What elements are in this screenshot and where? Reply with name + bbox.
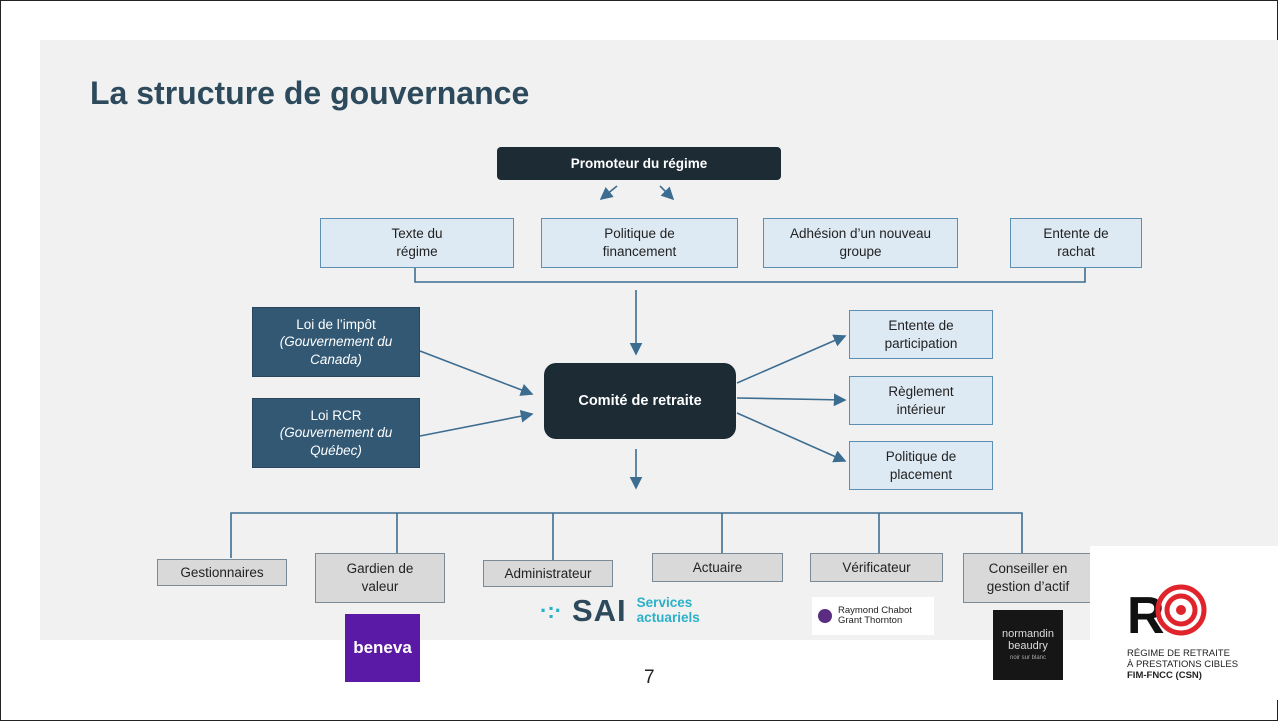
output-box-reglement: Règlement intérieur	[849, 376, 993, 425]
connector-to-reglement	[736, 393, 847, 407]
slide-title: La structure de gouvernance	[90, 75, 530, 111]
provider-label-line2: gestion d’actif	[986, 579, 1070, 594]
rcgt-logo: Raymond Chabot Grant Thornton	[812, 597, 934, 635]
slide-background	[40, 40, 1278, 640]
output-line1: Règlement	[888, 383, 954, 399]
rcgt-mark-icon	[818, 609, 832, 623]
provider-label-line2: valeur	[361, 579, 399, 594]
document-line2: rachat	[1057, 244, 1095, 259]
document-box-adhesion: Adhésion d’un nouveau groupe	[763, 218, 958, 268]
document-line2: financement	[602, 244, 677, 259]
law-government: (Gouvernement du	[279, 425, 393, 441]
nb-line1: normandin	[1002, 628, 1054, 641]
law-jurisdiction: Québec)	[310, 442, 362, 458]
output-line2: placement	[889, 466, 953, 482]
provider-box-conseiller: Conseiller en gestion d’actif	[963, 553, 1093, 603]
law-title: Loi de l’impôt	[296, 316, 376, 332]
sai-subtitle-line2: actuariels	[636, 610, 700, 625]
normandin-beaudry-logo: normandin beaudry noir sur blanc	[993, 610, 1063, 680]
provider-box-gestionnaires: Gestionnaires	[157, 559, 287, 586]
law-jurisdiction: Canada)	[310, 351, 362, 367]
sai-mark-icon: ·:·	[540, 598, 562, 623]
document-line1: Entente de	[1043, 226, 1109, 242]
output-box-participation: Entente de participation	[849, 310, 993, 359]
provider-label: Gardien de	[346, 561, 414, 577]
document-line1: Politique de	[604, 226, 675, 242]
provider-label: Administrateur	[504, 565, 592, 581]
provider-label: Actuaire	[692, 559, 743, 575]
promoter-box: Promoteur du régime	[497, 147, 781, 180]
output-line2: intérieur	[896, 401, 946, 417]
document-line1: Adhésion d’un nouveau	[789, 226, 932, 242]
document-line2: régime	[396, 244, 438, 259]
document-box-rachat: Entente de rachat	[1010, 218, 1142, 268]
regime-line2: À PRESTATIONS CIBLES	[1127, 658, 1239, 670]
connector-promoter-left	[599, 185, 618, 201]
document-box-financement: Politique de financement	[541, 218, 738, 268]
rcgt-line1: Raymond Chabot	[838, 604, 912, 616]
connector-law-canada	[419, 350, 534, 396]
connector-promoter-right	[659, 185, 675, 201]
provider-label: Conseiller en	[988, 561, 1068, 577]
document-line1: Texte du	[391, 226, 443, 242]
sai-logo-text: SAI	[571, 593, 627, 628]
committee-label: Comité de retraite	[578, 392, 702, 409]
connector-providers-bracket	[230, 512, 1023, 558]
document-box-texte: Texte du régime	[320, 218, 514, 268]
regime-line1: RÉGIME DE RETRAITE	[1127, 648, 1230, 659]
nb-tagline: noir sur blanc	[1009, 654, 1047, 661]
output-box-placement: Politique de placement	[849, 441, 993, 490]
connector-to-placement	[736, 412, 847, 463]
output-line2: participation	[884, 335, 958, 351]
sai-subtitle-line1: Services	[636, 595, 693, 611]
regime-logo: R RÉGIME DE RETRAITE À PRESTATIONS CIBLE…	[1090, 546, 1278, 700]
target-icon	[1155, 584, 1207, 636]
promoter-label: Promoteur du régime	[570, 155, 708, 171]
rcgt-line2: Grant Thornton	[838, 615, 903, 626]
provider-box-administrateur: Administrateur	[483, 560, 613, 587]
nb-line2: beaudry	[1008, 640, 1048, 652]
provider-box-verificateur: Vérificateur	[810, 553, 943, 582]
sai-logo: ·:· SAI Services actuariels	[540, 593, 700, 629]
beneva-logo-text: beneva	[353, 638, 412, 657]
connector-law-quebec	[419, 409, 534, 437]
provider-box-actuaire: Actuaire	[652, 553, 783, 582]
law-government: (Gouvernement du	[279, 334, 393, 350]
committee-box: Comité de retraite	[544, 363, 736, 439]
page-number: 7	[644, 667, 655, 688]
output-line1: Entente de	[888, 317, 954, 333]
connector-documents-bracket	[414, 268, 1086, 283]
provider-box-gardien: Gardien de valeur	[315, 553, 445, 603]
provider-label: Vérificateur	[842, 559, 911, 575]
provider-label: Gestionnaires	[180, 564, 264, 580]
document-line2: groupe	[839, 244, 882, 259]
law-title: Loi RCR	[310, 407, 362, 423]
beneva-logo: beneva	[345, 614, 420, 682]
connector-to-participation	[736, 334, 847, 384]
output-line1: Politique de	[885, 448, 957, 464]
regime-line3: FIM-FNCC (CSN)	[1127, 669, 1202, 681]
